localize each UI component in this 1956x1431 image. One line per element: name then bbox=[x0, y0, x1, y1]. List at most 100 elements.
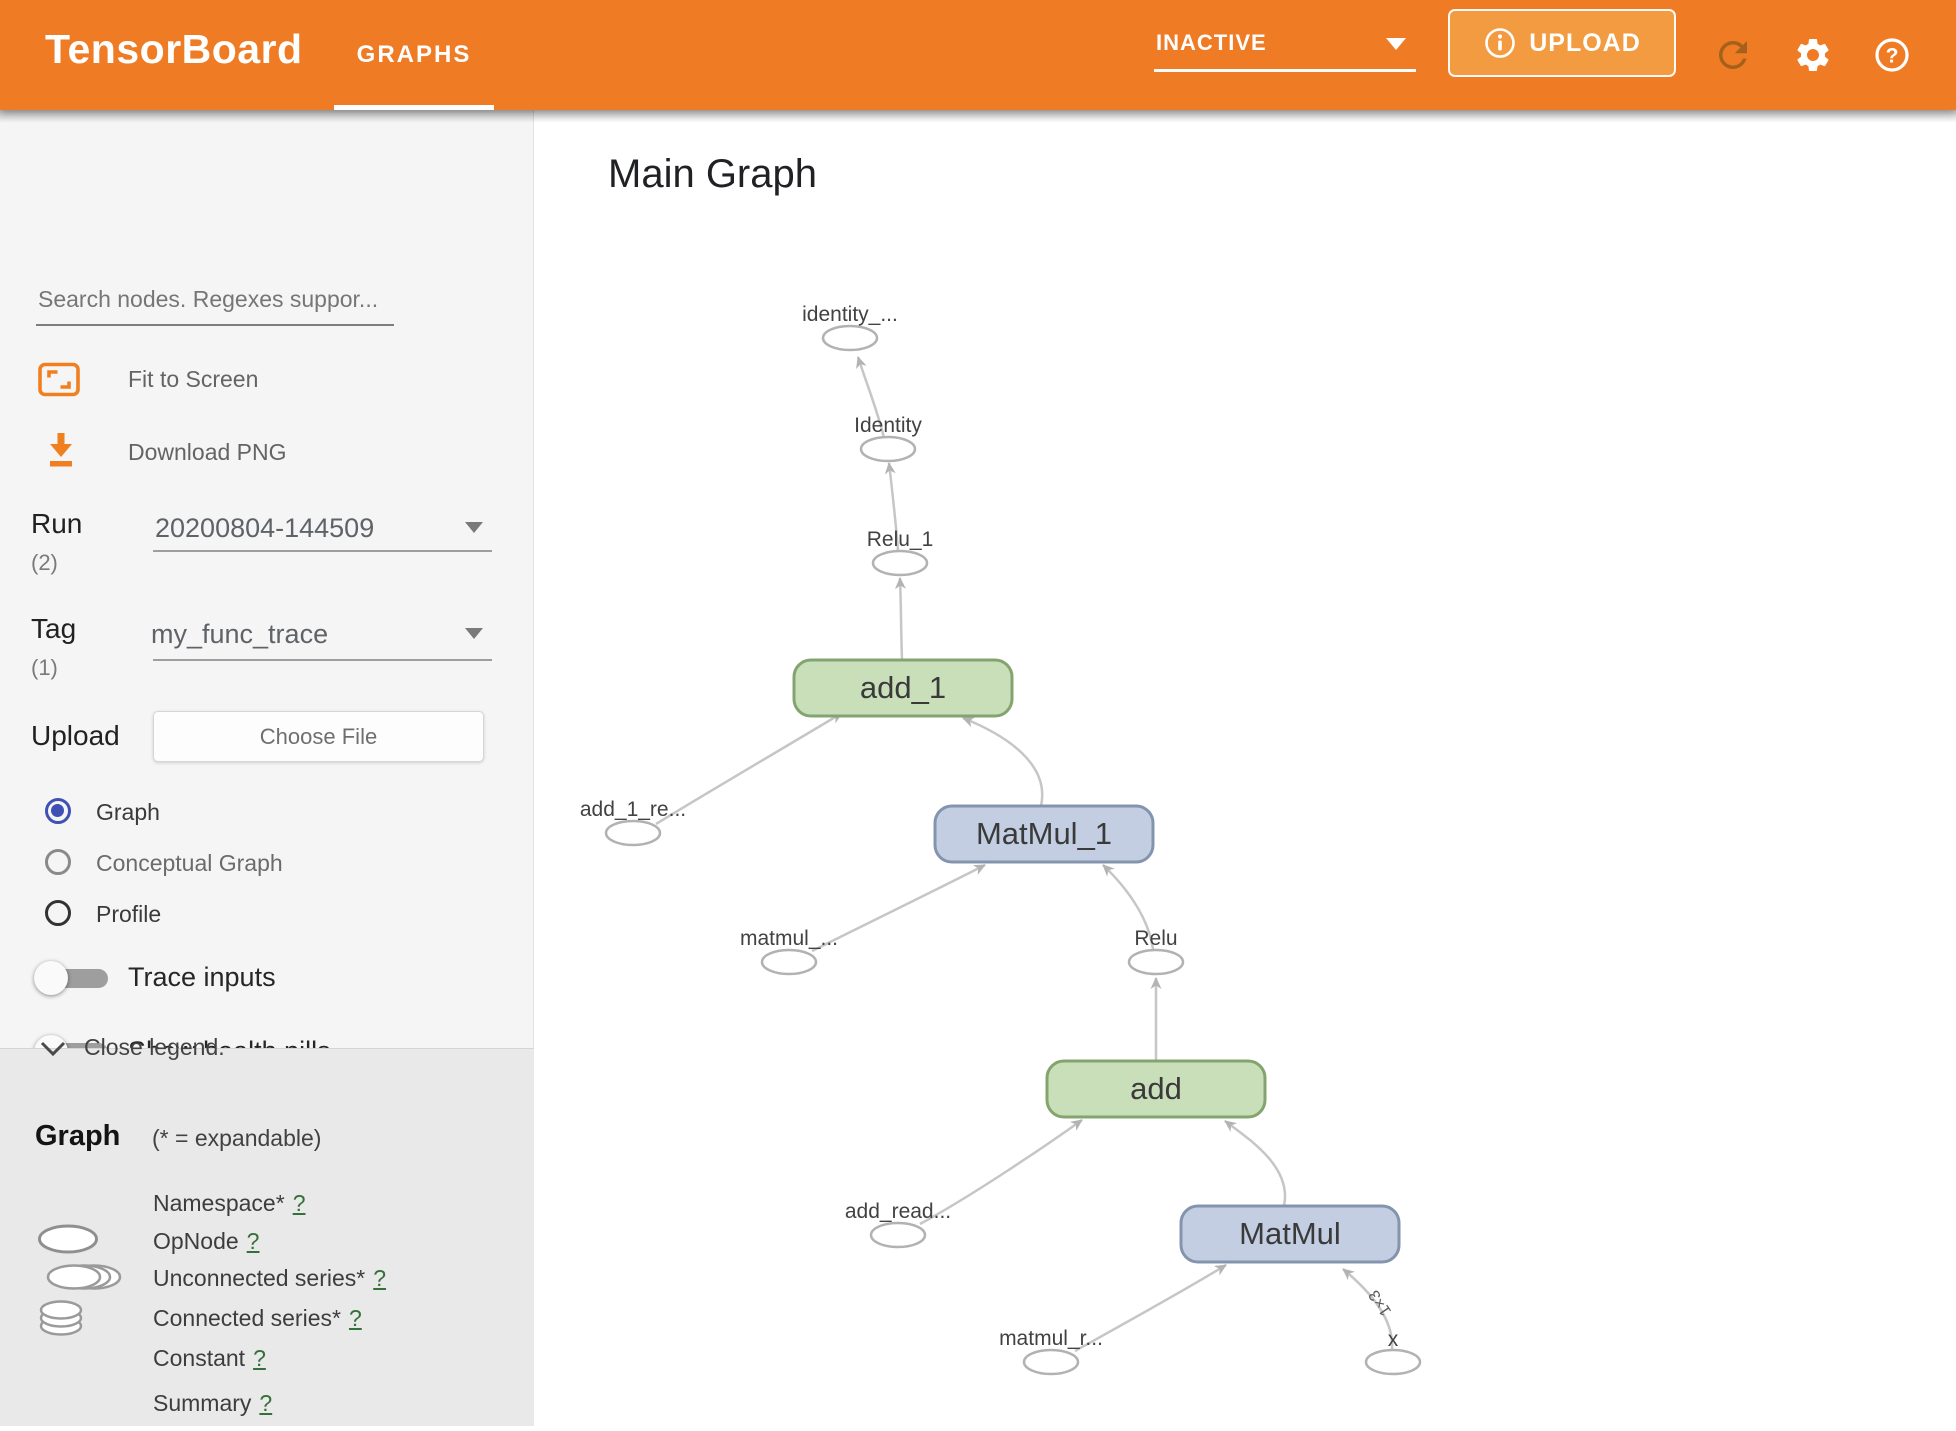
tag-dropdown-caret-icon[interactable] bbox=[465, 628, 483, 639]
node-matmul1-label: MatMul_1 bbox=[976, 816, 1112, 851]
unconnected-series-symbol bbox=[36, 1262, 122, 1297]
run-dropdown-caret-icon[interactable] bbox=[465, 522, 483, 533]
fit-to-screen-button[interactable]: Fit to Screen bbox=[128, 366, 259, 392]
graph-op-nodes: add_1 MatMul_1 add MatMul bbox=[792, 658, 1401, 1264]
node-relu-label: Relu bbox=[1134, 927, 1177, 950]
constant-help-link[interactable]: ? bbox=[253, 1345, 266, 1371]
edge-x-to-matmul bbox=[1342, 1268, 1394, 1350]
status-dropdown-underline bbox=[1154, 69, 1416, 72]
node-relu1-label: Relu_1 bbox=[867, 528, 934, 551]
node-matmulrread-label: matmul_r... bbox=[999, 1327, 1103, 1350]
tag-dropdown-underline bbox=[153, 659, 492, 661]
node-matmulrread-ellipse[interactable] bbox=[1022, 1348, 1080, 1376]
node-add1-rect[interactable] bbox=[792, 658, 1014, 718]
choose-file-button[interactable]: Choose File bbox=[153, 711, 484, 762]
help-button[interactable]: ? bbox=[1862, 0, 1922, 110]
run-dropdown-value[interactable]: 20200804-144509 bbox=[155, 513, 375, 543]
node-add1read-ellipse[interactable] bbox=[604, 819, 662, 847]
node-identity-label: Identity bbox=[854, 414, 922, 437]
radio-profile-label: Profile bbox=[96, 901, 162, 927]
legend-item-connected-series: Connected series*? bbox=[153, 1305, 362, 1331]
legend-title: Graph bbox=[35, 1120, 121, 1152]
tab-graphs[interactable]: GRAPHS bbox=[334, 0, 494, 110]
graph-canvas: 1×3 identity_... Identity Relu_1 add_1_r… bbox=[534, 110, 1956, 1426]
app-title: TensorBoard bbox=[45, 26, 303, 72]
node-relu1-ellipse[interactable] bbox=[871, 549, 929, 577]
node-addread-label: add_read... bbox=[845, 1200, 951, 1223]
chevron-down-icon bbox=[1386, 38, 1406, 50]
namespace-help-link[interactable]: ? bbox=[292, 1190, 306, 1216]
graph-ellipse-nodes: identity_... Identity Relu_1 add_1_re...… bbox=[580, 303, 1422, 1376]
settings-button[interactable] bbox=[1783, 0, 1843, 110]
edge-relu1-to-identity bbox=[884, 462, 900, 552]
unconnected-series-help-link[interactable]: ? bbox=[373, 1265, 387, 1291]
node-x-ellipse[interactable] bbox=[1364, 1348, 1422, 1376]
node-matmulread-label: matmul_... bbox=[740, 927, 838, 950]
node-addread-ellipse[interactable] bbox=[869, 1221, 927, 1249]
gear-icon bbox=[1793, 35, 1833, 75]
legend-item-opnode: OpNode? bbox=[153, 1228, 260, 1254]
node-add1read-label: add_1_re... bbox=[580, 798, 686, 821]
trace-inputs-toggle-knob[interactable] bbox=[34, 961, 68, 995]
legend-item-constant: Constant? bbox=[153, 1345, 266, 1371]
status-dropdown-value: INACTIVE bbox=[1156, 30, 1267, 55]
search-underline bbox=[36, 324, 394, 326]
node-identity-out-label: identity_... bbox=[802, 303, 898, 326]
connected-series-symbol bbox=[38, 1297, 86, 1342]
run-label: Run bbox=[31, 508, 83, 539]
search-input[interactable] bbox=[36, 278, 396, 320]
node-matmul-label: MatMul bbox=[1239, 1216, 1341, 1251]
edge-relu-to-matmul1 bbox=[1102, 864, 1155, 950]
main-graph-svg: 1×3 identity_... Identity Relu_1 add_1_r… bbox=[580, 303, 1422, 1376]
connected-series-help-link[interactable]: ? bbox=[348, 1305, 362, 1331]
radio-graph-label: Graph bbox=[96, 799, 160, 825]
run-count: (2) bbox=[31, 550, 58, 575]
edge-matmul1-to-add1 bbox=[962, 716, 1044, 807]
upload-label: Upload bbox=[31, 720, 120, 751]
edge-shape-label: 1×3 bbox=[1366, 1287, 1395, 1319]
opnode-help-link[interactable]: ? bbox=[246, 1228, 260, 1254]
node-add-label: add bbox=[1130, 1071, 1182, 1106]
legend-item-namespace: Namespace*? bbox=[153, 1190, 306, 1216]
radio-profile[interactable] bbox=[45, 900, 71, 926]
upload-button[interactable]: UPLOAD bbox=[1448, 9, 1676, 77]
trace-inputs-label: Trace inputs bbox=[128, 962, 276, 992]
refresh-icon bbox=[1712, 34, 1754, 76]
node-x-label: x bbox=[1388, 1328, 1399, 1351]
node-identity-out-ellipse[interactable] bbox=[821, 324, 879, 352]
edge-matmulread-to-matmul1 bbox=[811, 863, 986, 953]
tag-dropdown-value[interactable]: my_func_trace bbox=[151, 619, 329, 649]
page-title: Main Graph bbox=[608, 152, 817, 196]
chevron-down-icon[interactable] bbox=[40, 1040, 66, 1062]
legend-expandable-note: (* = expandable) bbox=[152, 1125, 322, 1151]
close-legend-button[interactable]: Close legend. bbox=[84, 1034, 225, 1060]
help-icon: ? bbox=[1873, 36, 1911, 74]
legend-item-summary: Summary? bbox=[153, 1390, 273, 1416]
node-identity-ellipse[interactable] bbox=[859, 435, 917, 463]
node-matmul1-rect[interactable] bbox=[933, 804, 1155, 864]
edge-add1-to-relu1 bbox=[894, 577, 906, 661]
tag-label: Tag bbox=[31, 613, 77, 644]
node-relu-ellipse[interactable] bbox=[1127, 948, 1185, 976]
tab-graphs-label: GRAPHS bbox=[356, 41, 472, 68]
node-add1-label: add_1 bbox=[860, 670, 946, 705]
refresh-button[interactable] bbox=[1703, 0, 1763, 110]
run-dropdown-underline bbox=[153, 550, 492, 552]
app-header: TensorBoard GRAPHS INACTIVE UPLOAD bbox=[0, 0, 1956, 110]
download-png-button[interactable]: Download PNG bbox=[128, 439, 287, 465]
radio-graph[interactable] bbox=[45, 798, 71, 824]
edge-add1read-to-add1 bbox=[655, 711, 843, 826]
tag-count: (1) bbox=[31, 655, 58, 680]
download-png-icon[interactable] bbox=[42, 431, 80, 476]
upload-button-label: UPLOAD bbox=[1529, 28, 1641, 57]
edge-identity-to-identity-out bbox=[856, 356, 886, 439]
tab-active-underline bbox=[334, 105, 494, 110]
fit-to-screen-icon[interactable] bbox=[38, 361, 80, 403]
node-matmul-rect[interactable] bbox=[1179, 1204, 1401, 1264]
status-dropdown[interactable]: INACTIVE bbox=[1154, 0, 1416, 110]
svg-text:?: ? bbox=[1886, 45, 1899, 68]
node-add-rect[interactable] bbox=[1045, 1059, 1267, 1119]
node-matmulread-ellipse[interactable] bbox=[760, 948, 818, 976]
summary-help-link[interactable]: ? bbox=[259, 1390, 273, 1416]
radio-conceptual-graph[interactable] bbox=[45, 849, 71, 875]
